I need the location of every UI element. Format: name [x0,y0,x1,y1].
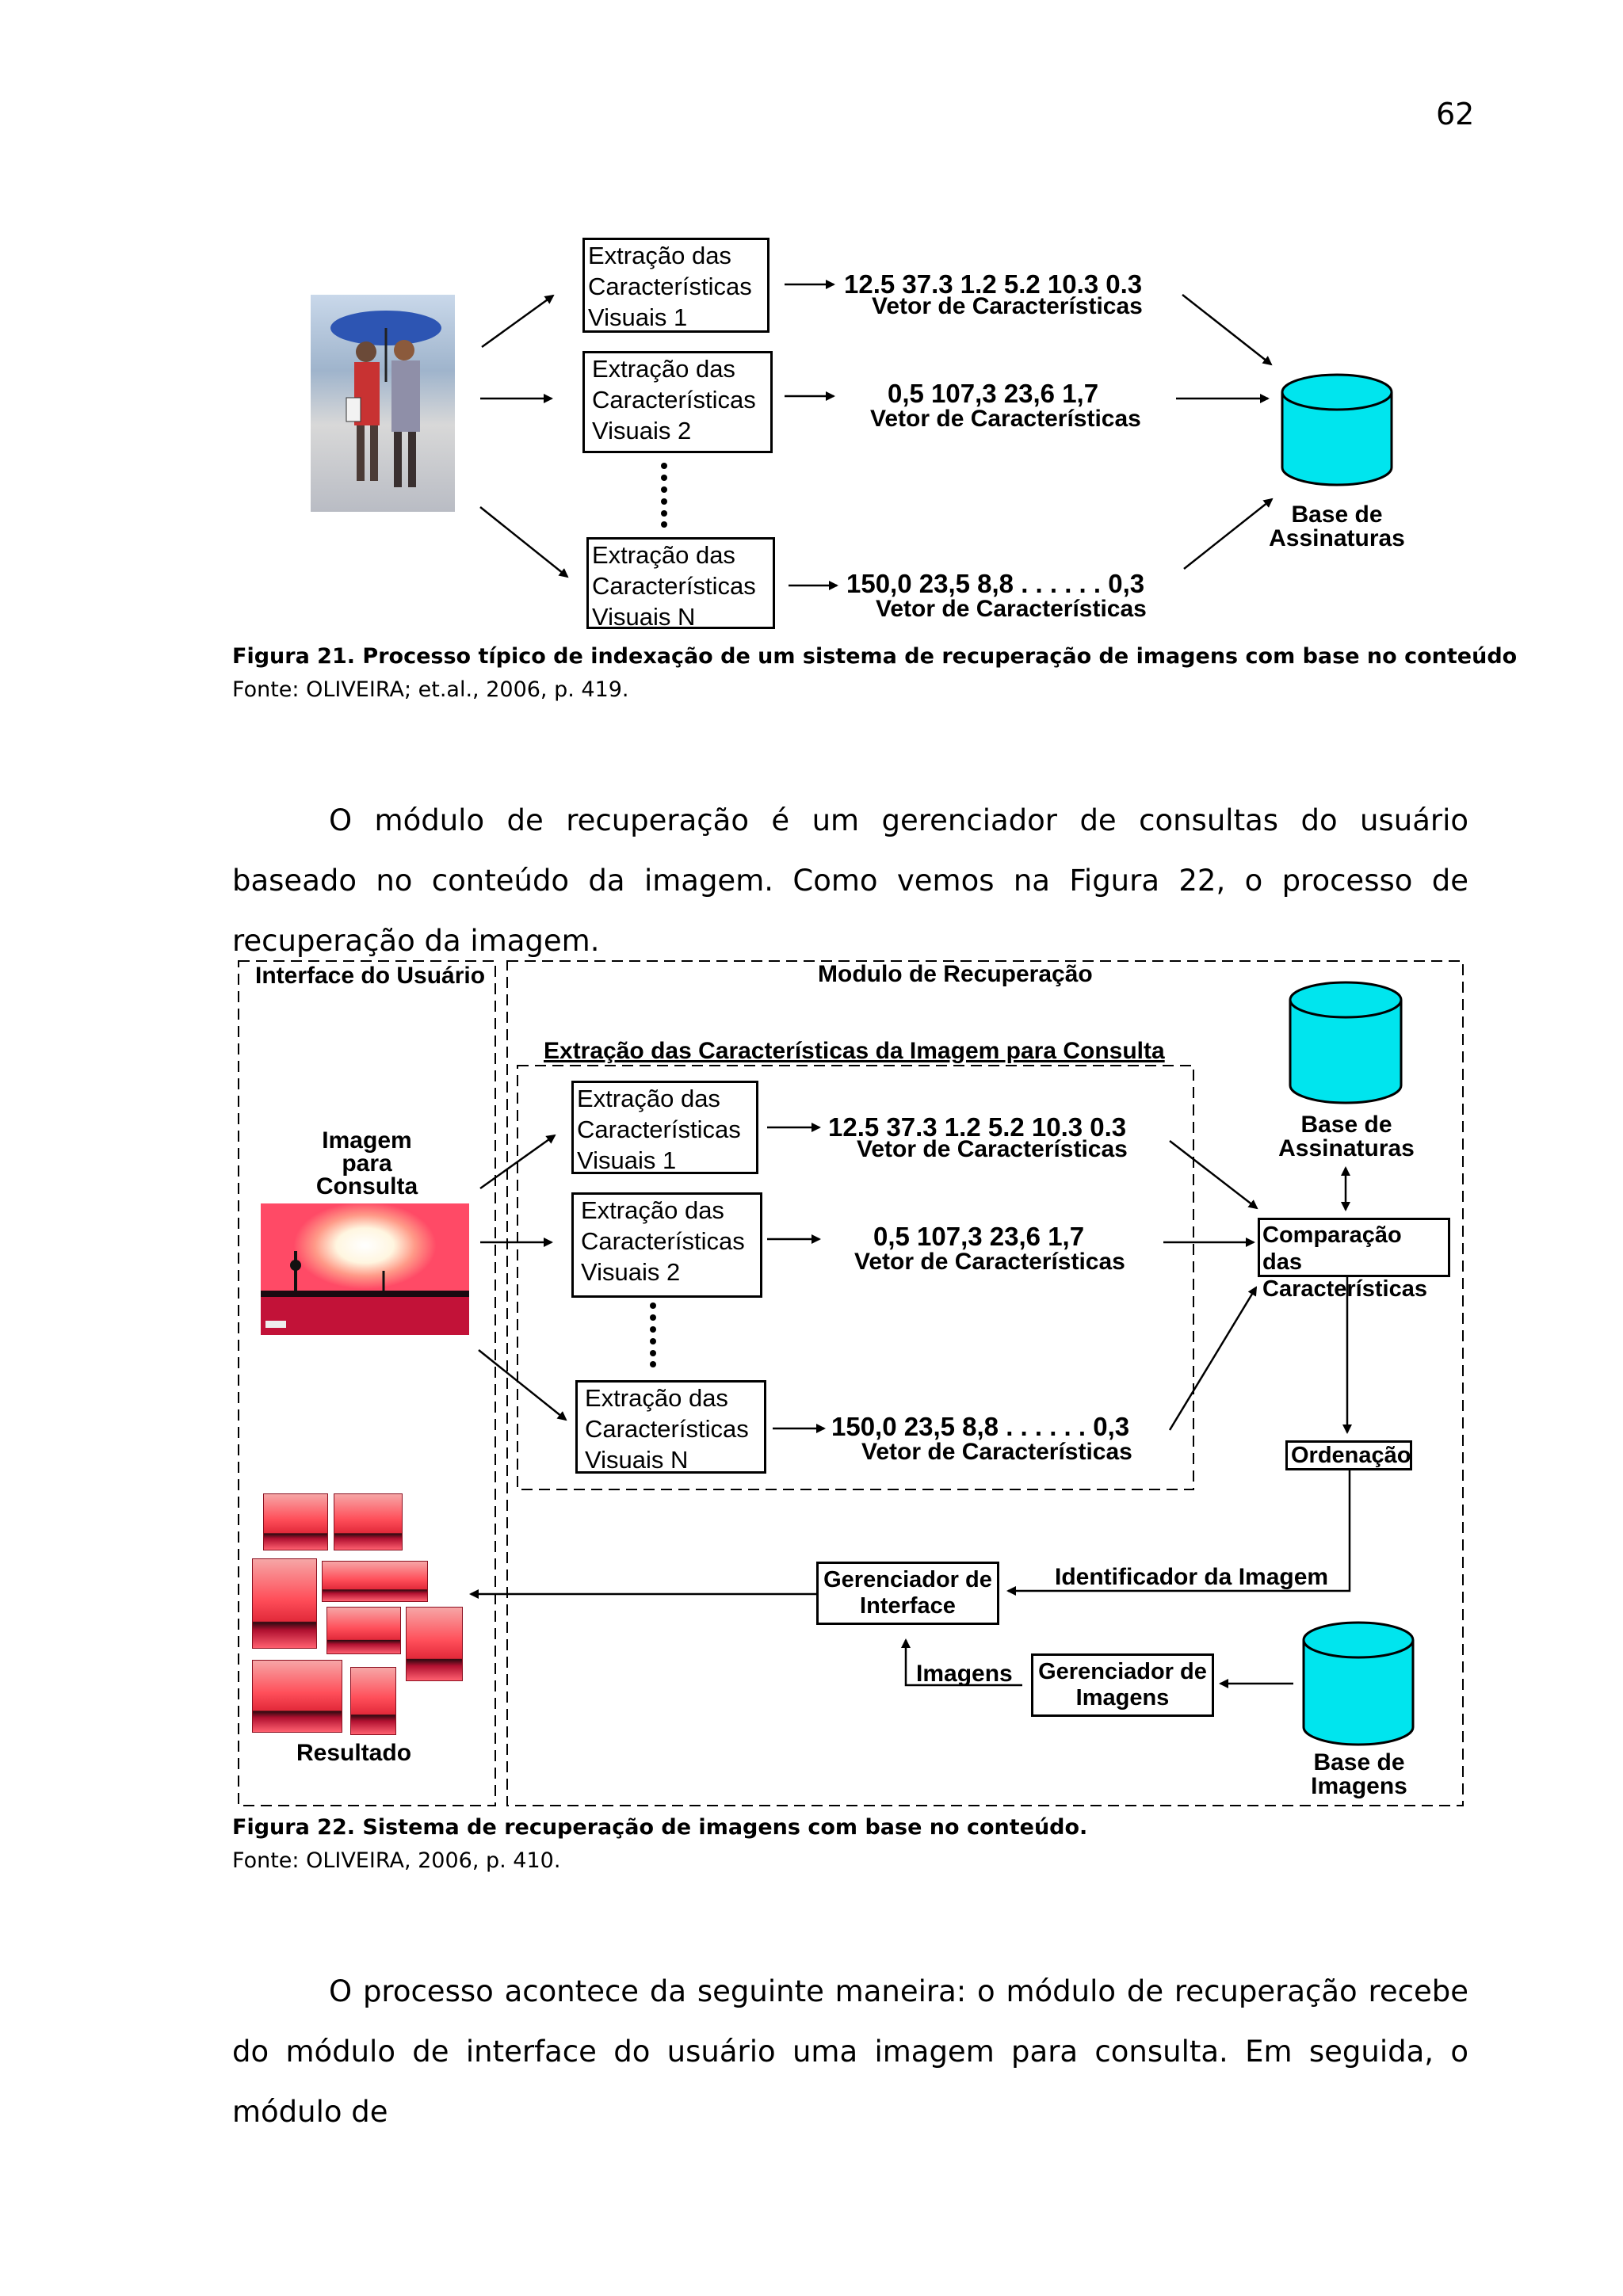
interface-manager-box: Gerenciador de Interface [816,1562,999,1625]
image-identifier-label: Identificador da Imagem [1055,1564,1329,1590]
result-thumb [350,1667,396,1735]
comparison-box: Comparação das Características [1258,1218,1450,1302]
figure-21-source: Fonte: OLIVEIRA; et.al., 2006, p. 419. [232,677,629,702]
query-sunset-image [261,1203,469,1335]
f22-vector-1: 12.5 37.3 1.2 5.2 10.3 0.3 [828,1112,1127,1142]
result-thumb [406,1607,463,1681]
extraction-frame-title: Extração das Características da Imagem p… [544,1038,1165,1064]
page-number: 62 [1436,97,1475,132]
f21-vector-1: 12.5 37.3 1.2 5.2 10.3 0.3 [844,269,1143,299]
f22-vector-label-2: Vetor de Características [854,1249,1125,1275]
f22-extraction-box-n: Extração das Características Visuais N [575,1380,766,1474]
query-image-label: Imagem para Consulta [315,1127,418,1199]
signature-database-icon [1281,373,1393,486]
extraction-frame [517,1065,1194,1490]
result-label: Resultado [296,1740,412,1766]
f21-vector-2: 0,5 107,3 23,6 1,7 [888,379,1099,408]
result-thumb [334,1493,403,1550]
f21-vector-label-n: Vetor de Características [876,596,1147,622]
umbrella-photo-art [330,311,441,487]
f22-extraction-box-1: Extração das Características Visuais 1 [571,1081,758,1174]
signature-database-icon-2 [1289,981,1403,1104]
f21-vector-label-2: Vetor de Características [870,406,1141,432]
result-thumb [252,1558,317,1649]
result-thumb [327,1607,401,1654]
f22-vector-label-n: Vetor de Características [861,1439,1132,1465]
paragraph-1: O módulo de recuperação é um gerenciador… [232,803,1468,958]
retrieval-module-frame [506,960,1464,1806]
image-db-label: Base de Imagens [1311,1749,1407,1799]
f22-vector-2: 0,5 107,3 23,6 1,7 [873,1222,1085,1251]
user-interface-frame [238,960,496,1806]
paragraph-2: O processo acontece da seguinte maneira:… [232,1974,1468,2129]
f21-vector-label-1: Vetor de Características [872,293,1143,319]
f22-signature-db-label: Base de Assinaturas [1278,1112,1415,1161]
f21-extraction-box-2: Extração das Características Visuais 2 [582,351,773,453]
retrieval-module-title: Modulo de Recuperação [818,961,1093,987]
figure-22-source: Fonte: OLIVEIRA, 2006, p. 410. [232,1848,561,1873]
f22-vector-label-1: Vetor de Características [857,1136,1128,1162]
sunset-art [261,1251,469,1335]
umbrella-photo [311,295,455,512]
result-thumb [322,1561,428,1602]
image-database-icon [1302,1621,1415,1746]
f21-signature-db-label: Base de Assinaturas [1269,502,1405,551]
ordering-box: Ordenação [1285,1440,1412,1470]
figure-21-caption: Figura 21. Processo típico de indexação … [232,644,1518,669]
result-thumb [252,1660,342,1733]
figure-22-caption: Figura 22. Sistema de recuperação de ima… [232,1815,1088,1840]
images-label: Imagens [916,1661,1013,1687]
f22-extraction-box-2: Extração das Características Visuais 2 [571,1192,762,1298]
f21-extraction-box-n: Extração das Características Visuais N [586,537,775,631]
f22-vector-n: 150,0 23,5 8,8 . . . . . . 0,3 [831,1412,1130,1441]
f21-vector-n: 150,0 23,5 8,8 . . . . . . 0,3 [846,569,1145,598]
image-manager-box: Gerenciador de Imagens [1031,1653,1214,1717]
f21-extraction-box-1: Extração das Características Visuais 1 [582,238,769,333]
user-interface-title: Interface do Usuário [255,963,486,989]
result-thumb [263,1493,328,1550]
